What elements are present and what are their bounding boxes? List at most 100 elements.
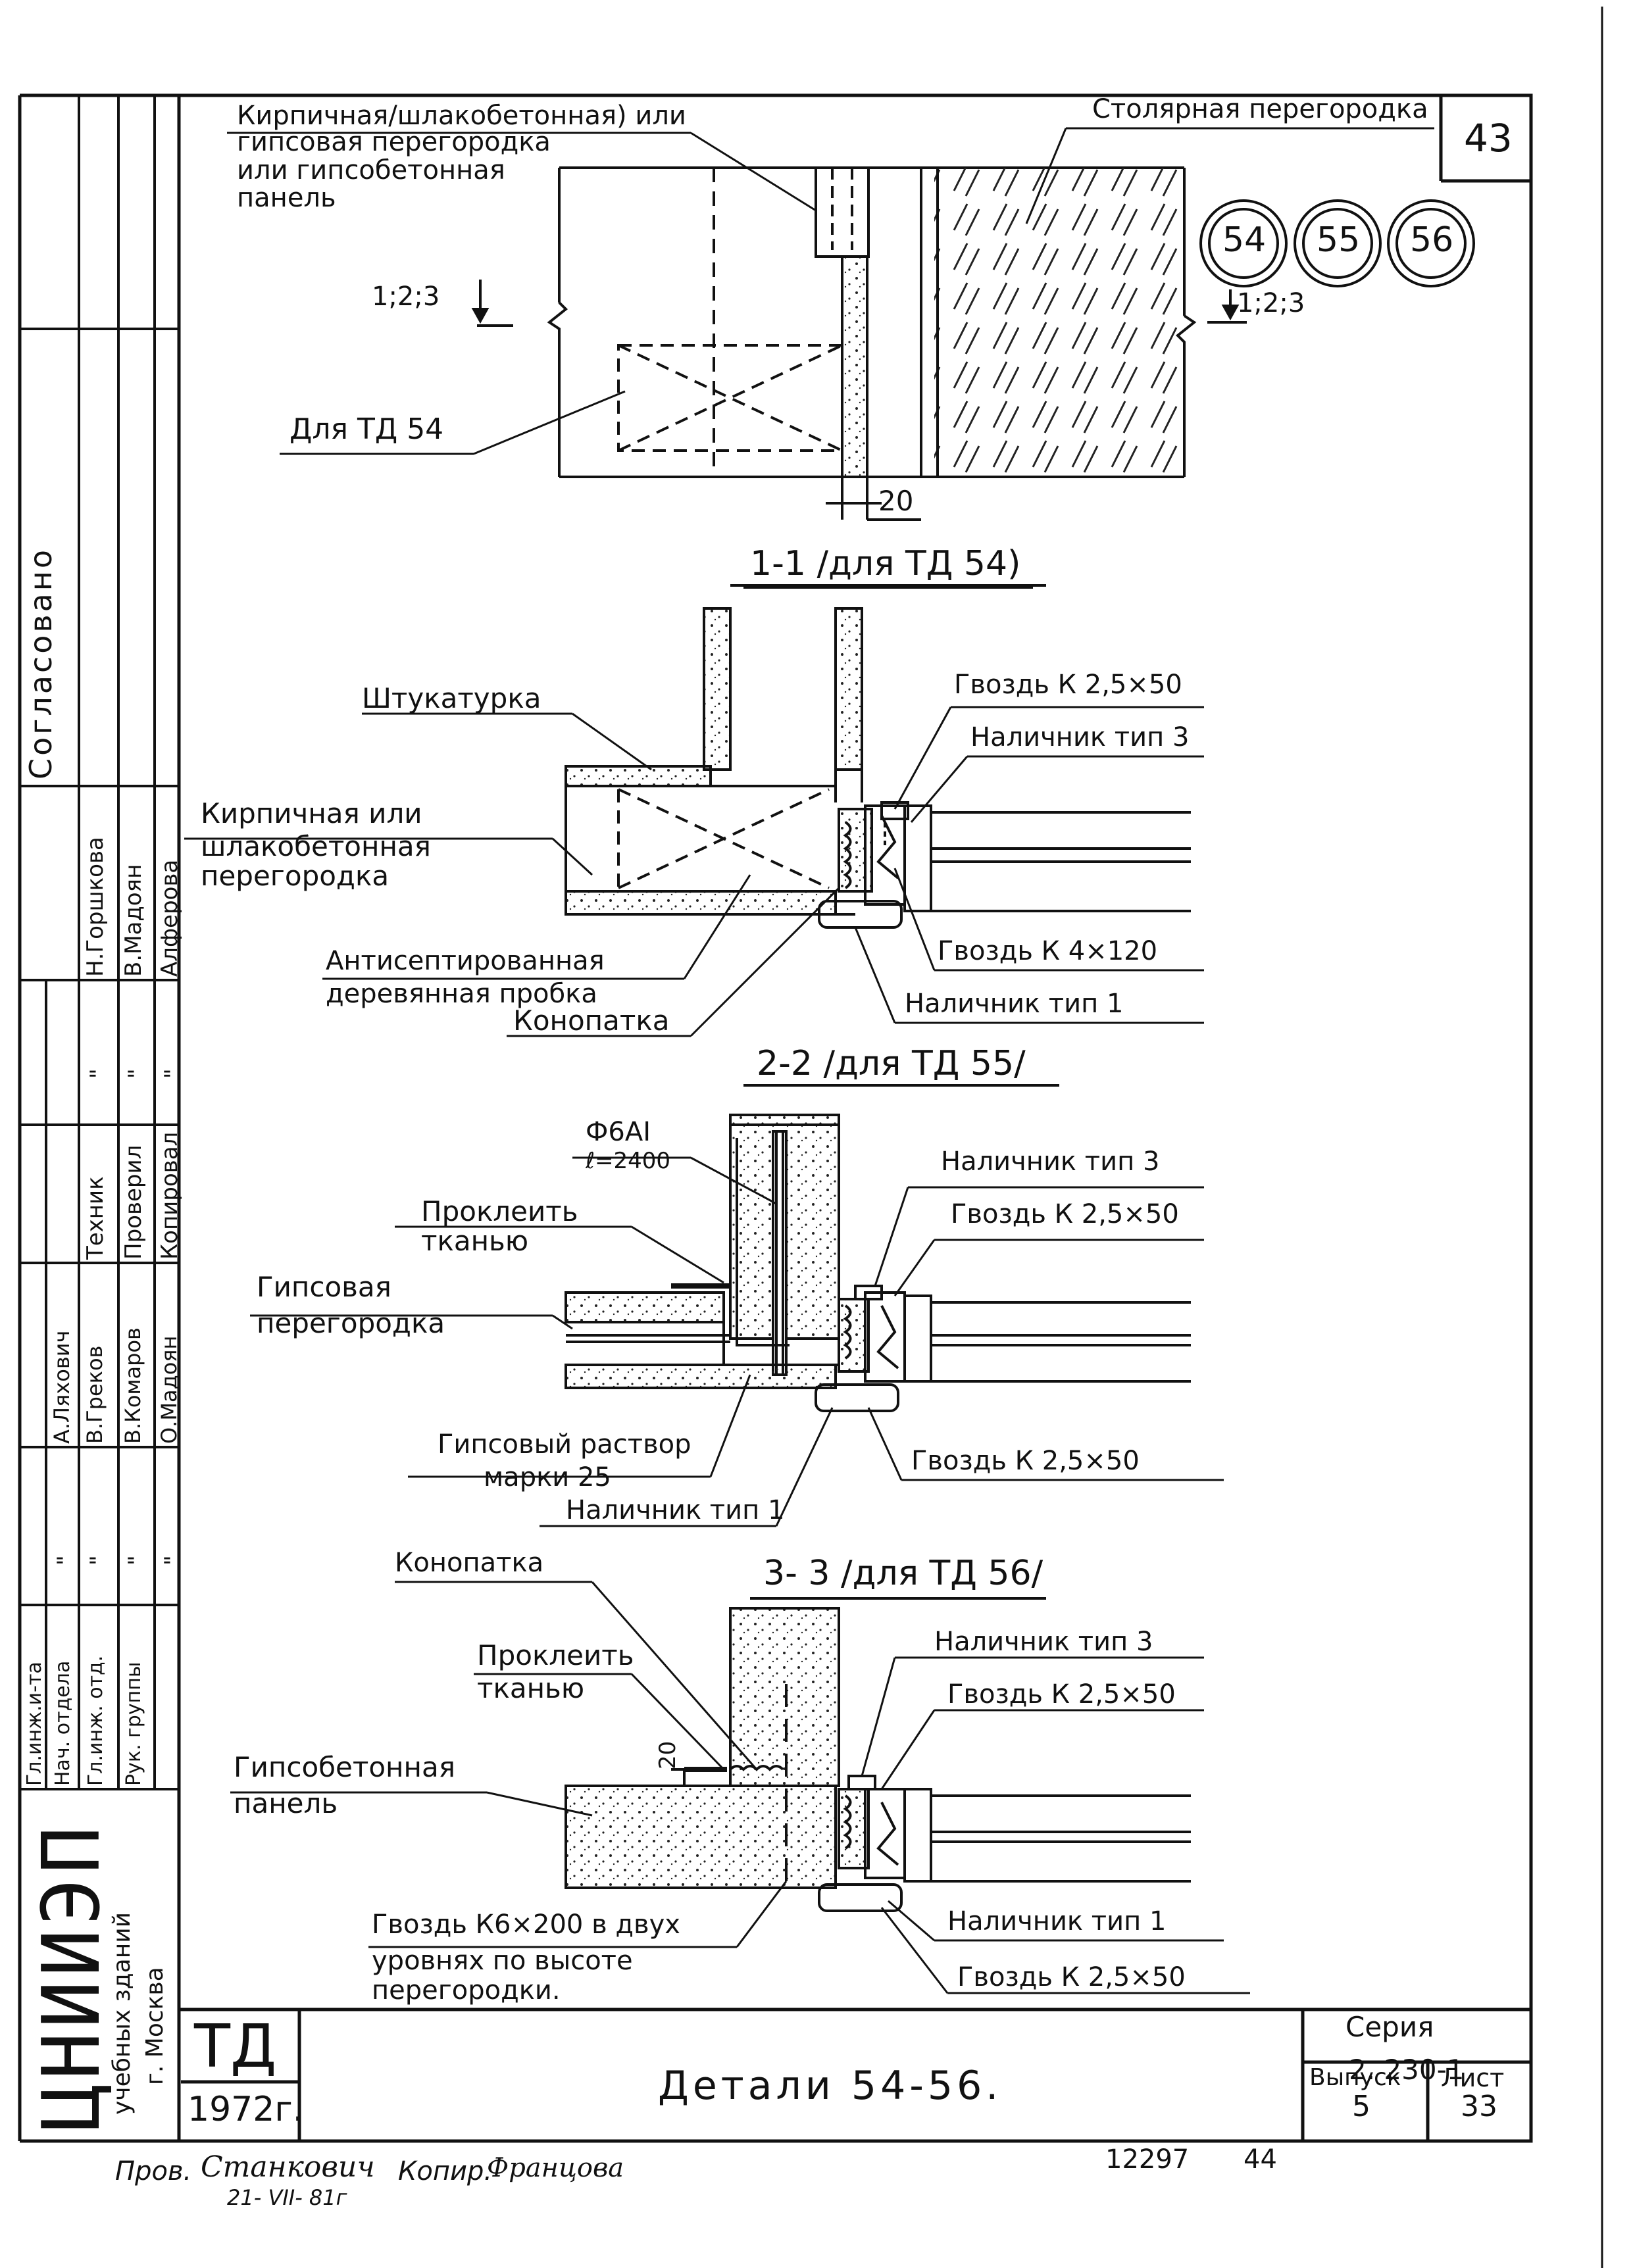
footer-doc-number: 12297: [1105, 2144, 1190, 2175]
org-line3: г. Москва: [141, 1967, 168, 2085]
section-1-1-drawing: [565, 586, 1191, 929]
signer-3: Алферова: [157, 859, 183, 977]
label-nail-k6-line1: Гвоздь К6×200 в двух: [372, 1910, 680, 1940]
section-1-1-title: 1-1 /для ТД 54): [750, 544, 1021, 583]
label-brick-line2: шлакобетонная: [201, 830, 431, 862]
label-glue-2-line2: тканью: [421, 1225, 529, 1257]
sheet-number: 43: [1464, 116, 1513, 160]
label-plug-line1: Антисептированная: [326, 946, 605, 976]
label-panel-line2: панель: [234, 1787, 338, 1819]
label-partition-line4: панель: [237, 183, 336, 213]
detail-ref-54: 54: [1222, 220, 1267, 260]
issue-value: 5: [1352, 2090, 1370, 2123]
detail-ref-56: 56: [1410, 220, 1454, 260]
label-glue-3-line1: Проклеить: [477, 1639, 634, 1671]
label-nail-big-1: Гвоздь К 4×120: [938, 936, 1158, 966]
position-3: Гл.инж. отд.: [84, 1655, 107, 1786]
cut-mark-right: 1;2;3: [1237, 288, 1305, 318]
label-trim1-1: Наличник тип 1: [905, 989, 1124, 1019]
dim-20-top: 20: [878, 485, 914, 517]
name-3: В.Комаров: [120, 1327, 145, 1444]
label-nail-bottom-3: Гвоздь К 2,5×50: [957, 1962, 1186, 1992]
org-line2: учебных зданий: [109, 1911, 136, 2115]
ditto-1a: ": [86, 1068, 112, 1079]
drawing-title: Детали 54-56.: [658, 2063, 1003, 2109]
section-3-3-title: 3- 3 /для ТД 56/: [763, 1554, 1043, 1593]
section-title-underlines: [730, 584, 1059, 1600]
label-mortar-line1: Гипсовый раствор: [438, 1429, 691, 1460]
section-3-3-leaders: [230, 1581, 1250, 1994]
top-leaders: [227, 127, 1434, 455]
footer-checked-signature: Станкович: [201, 2150, 375, 2184]
label-gypsum-line2: перегородка: [257, 1307, 445, 1339]
label-trim3-1: Наличник тип 3: [970, 722, 1190, 752]
label-panel-line1: Гипсобетонная: [234, 1751, 455, 1783]
label-caulk-3: Конопатка: [395, 1548, 544, 1578]
name-2: В.Греков: [82, 1345, 107, 1444]
label-nail-small-1: Гвоздь К 2,5×50: [954, 670, 1182, 700]
label-for-td54: Для ТД 54: [289, 412, 444, 446]
label-trim3-3: Наличник тип 3: [934, 1627, 1153, 1657]
name-4: О.Мадоян: [157, 1335, 182, 1444]
label-glue-3-line2: тканью: [477, 1672, 585, 1704]
issue-label: Выпуск: [1309, 2064, 1401, 2091]
section-2-2-leaders: [250, 1156, 1224, 1527]
sidebar-grid: [18, 95, 179, 2142]
ditto-2d: ": [160, 1555, 186, 1565]
ditto-2b: ": [86, 1555, 112, 1565]
label-plug-line2: деревянная пробка: [326, 979, 597, 1009]
label-partition-line3: или гипсобетонная: [237, 155, 505, 185]
dim-20-section3: 20: [655, 1740, 681, 1769]
footer-page-number: 44: [1244, 2144, 1277, 2175]
label-joinery-partition: Столярная перегородка: [1092, 94, 1428, 124]
label-nail-k6-line2: уровнях по высоте: [372, 1946, 633, 1976]
sheet-frame: [18, 7, 1603, 2268]
cut-mark-right-arrow: [1207, 289, 1247, 324]
sheet-value: 33: [1461, 2090, 1497, 2123]
sheet-number-box: [1439, 95, 1531, 183]
top-partition-plan: [547, 166, 1197, 521]
section-2-2-title: 2-2 /для ТД 55/: [757, 1044, 1026, 1083]
label-brick-line1: Кирпичная или: [201, 797, 422, 829]
signer-2: В.Мадоян: [120, 864, 147, 977]
label-glue-2-line1: Проклеить: [421, 1195, 578, 1227]
position-2: Нач. отдела: [51, 1660, 74, 1786]
rebar-line1: Ф6АI: [586, 1117, 651, 1147]
title-block-grid: [179, 2008, 1531, 2141]
signer-1: Н.Горшкова: [82, 837, 109, 977]
label-trim1-2: Наличник тип 1: [566, 1495, 785, 1525]
section-2-2-drawing: [565, 1114, 1191, 1412]
role-copied: Копировал: [157, 1131, 183, 1260]
series-label: Серия: [1345, 2011, 1434, 2043]
role-technician: Техник: [82, 1176, 109, 1260]
role-checked: Проверил: [120, 1145, 147, 1260]
footer-checked: Пров.: [115, 2156, 192, 2186]
label-nail-bottom-2: Гвоздь К 2,5×50: [911, 1446, 1140, 1476]
label-trim3-2: Наличник тип 3: [941, 1146, 1160, 1177]
sheet-label: Лист: [1441, 2063, 1505, 2092]
series-value: 2. 230-1: [1349, 2054, 1465, 2086]
section-3-3-drawing: [565, 1607, 1191, 1912]
title-year: 1972г.: [188, 2090, 304, 2129]
section-1-1-leaders: [184, 706, 1204, 1037]
ditto-1b: ": [124, 1068, 150, 1079]
label-partition-line2: гипсовая перегородка: [237, 127, 551, 157]
title-td: ТД: [194, 2012, 277, 2081]
label-caulk-1: Конопатка: [513, 1004, 670, 1037]
cut-mark-left-arrow: [471, 280, 513, 327]
footer-copied-signature: Францова: [487, 2153, 624, 2183]
label-gypsum-line1: Гипсовая: [257, 1271, 391, 1303]
label-partition-line1: Кирпичная/шлакобетонная) или: [237, 101, 686, 131]
footer-copied: Копир.: [398, 2156, 493, 2186]
label-plaster: Штукатурка: [362, 682, 541, 714]
label-nail-k6-line3: перегородки.: [372, 1975, 561, 2006]
label-trim1-3: Наличник тип 1: [947, 1906, 1167, 1936]
position-4: Рук. группы: [122, 1662, 145, 1786]
label-nail-top-3: Гвоздь К 2,5×50: [947, 1679, 1176, 1710]
org-name: ЦНИИЭП: [26, 1822, 118, 2131]
detail-ref-55: 55: [1317, 220, 1361, 260]
position-1: Гл.инж.и-та: [23, 1662, 46, 1786]
label-nail-top-2: Гвоздь К 2,5×50: [951, 1199, 1179, 1229]
ditto-2a: ": [53, 1555, 79, 1565]
